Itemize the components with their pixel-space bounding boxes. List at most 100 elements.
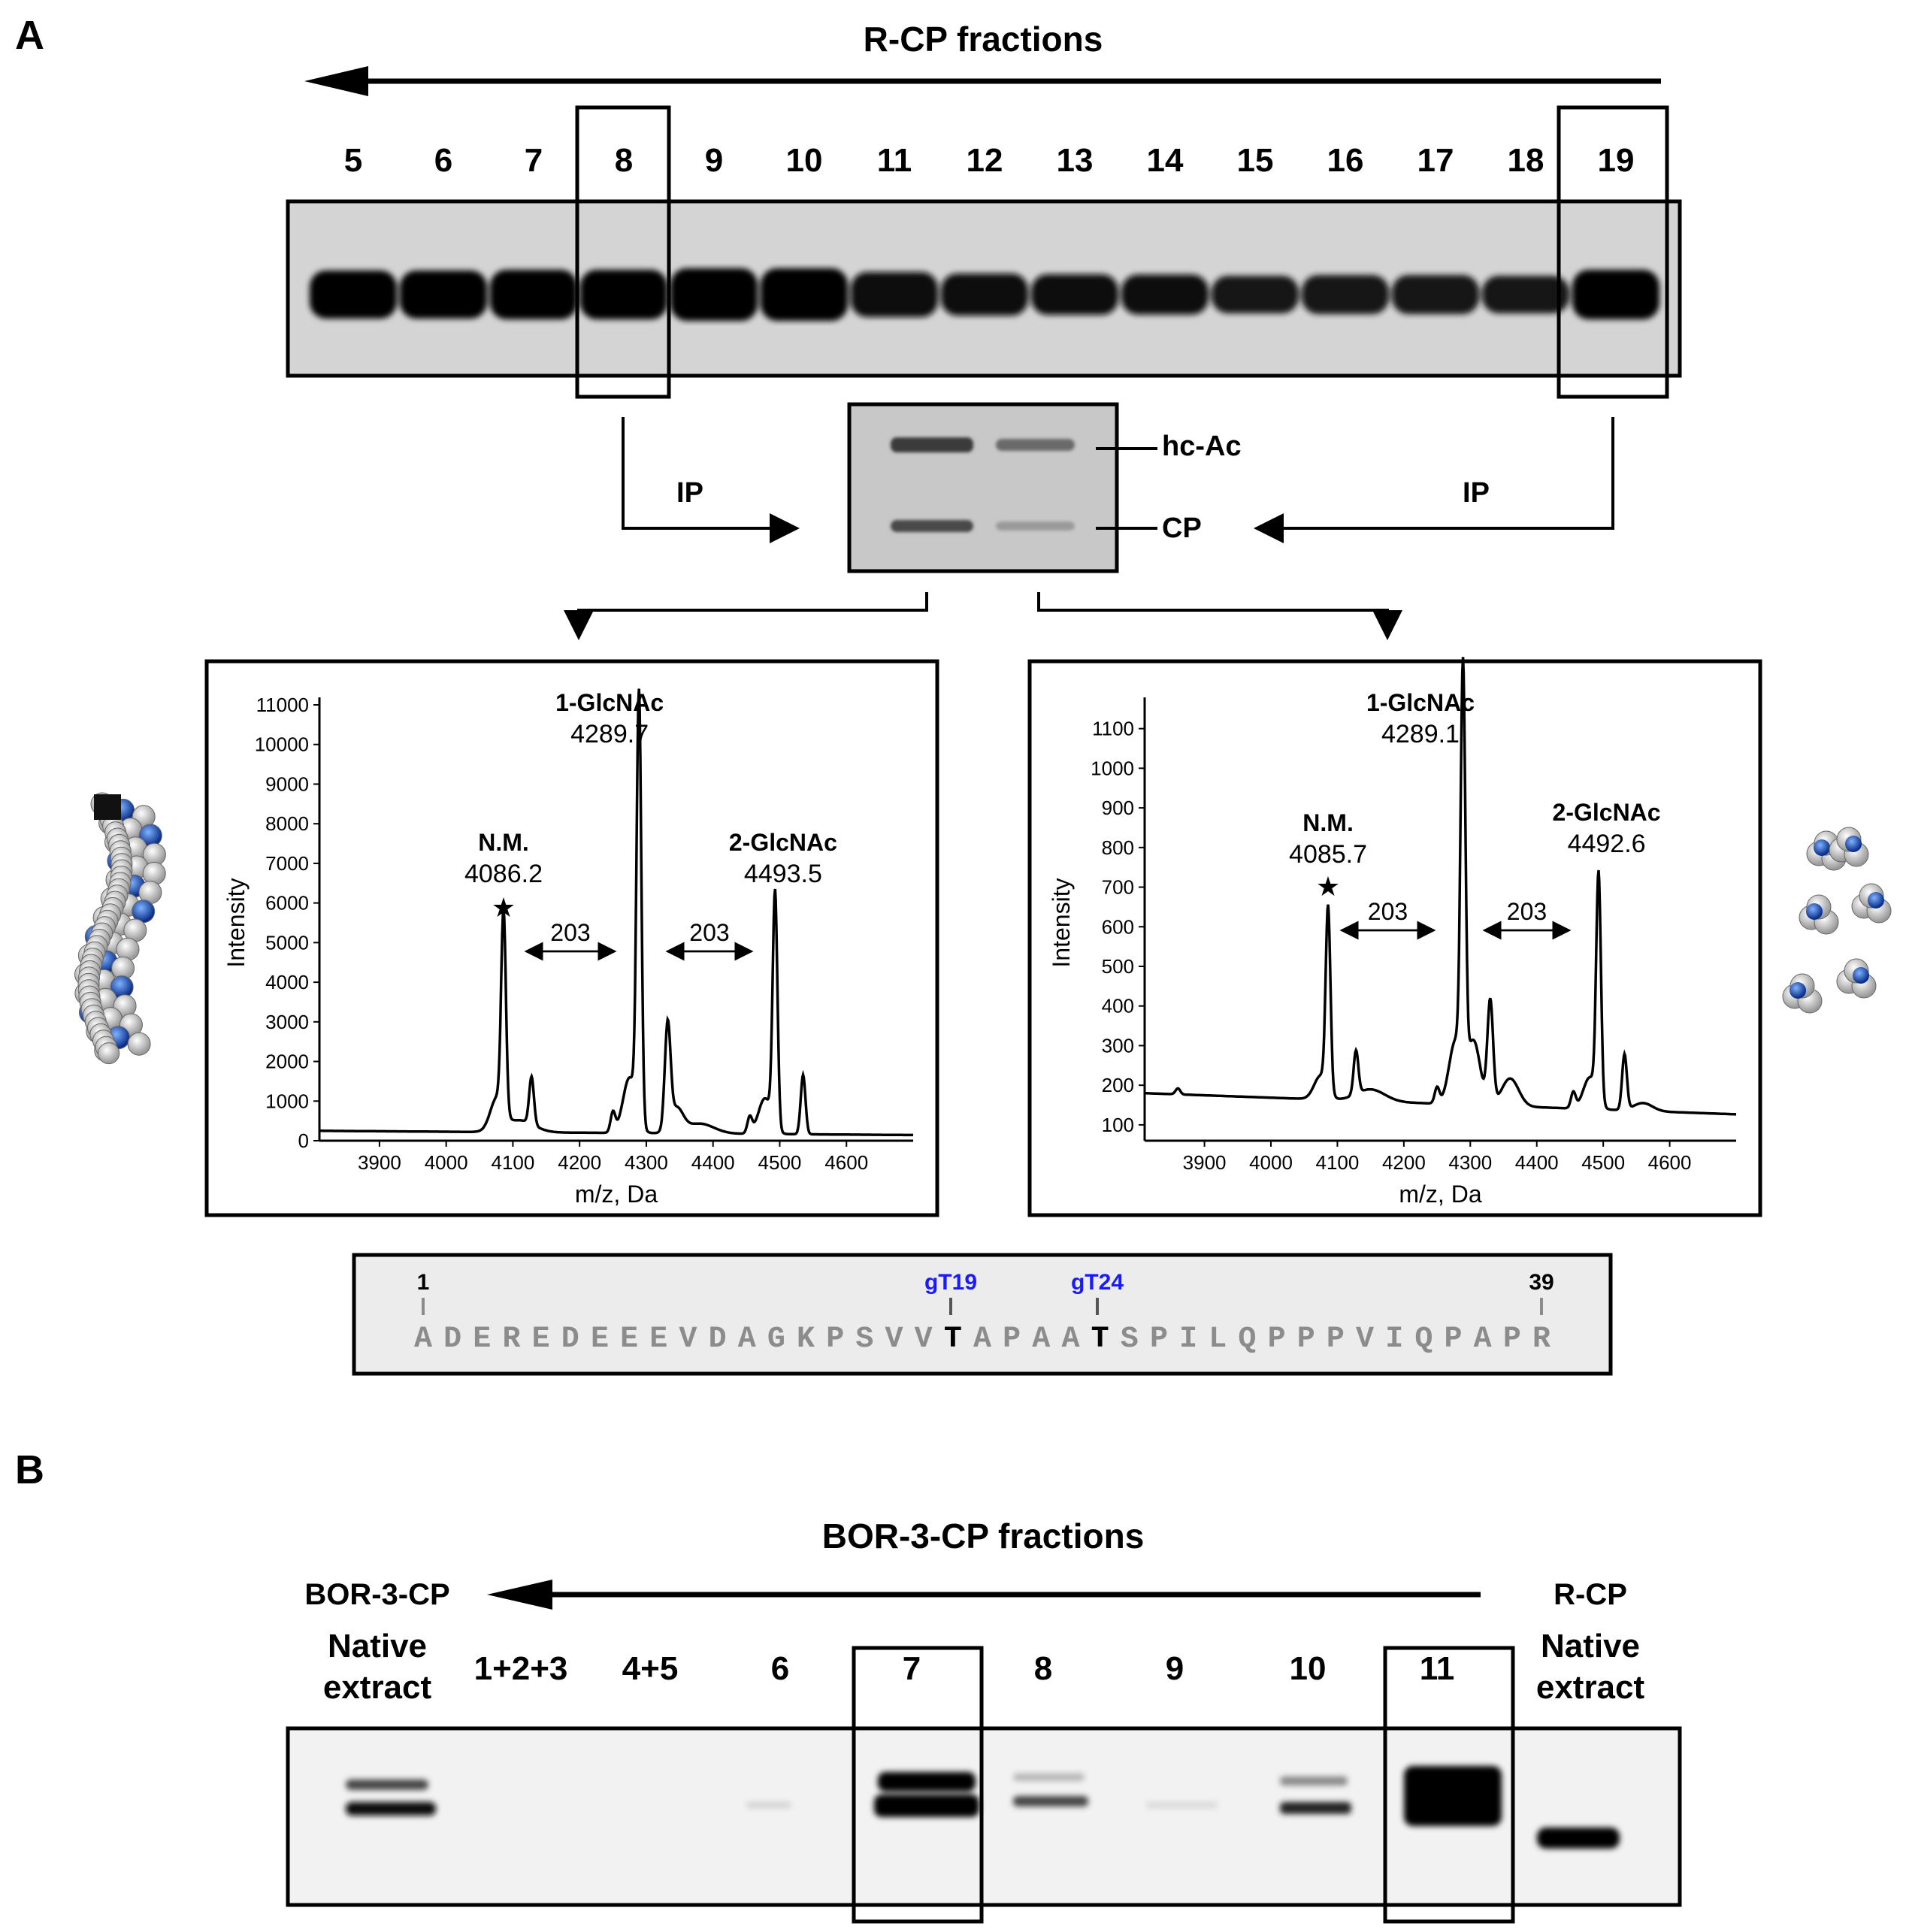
y-tick-label: 0 [298,1129,309,1152]
x-tick-label: 3900 [358,1151,401,1174]
lane-12: 12 [967,142,1003,179]
residue: P [1445,1323,1463,1356]
glycosite-t19-label: gT19 [924,1270,977,1295]
x-tick-label: 3900 [1183,1151,1227,1174]
panel-b-title: BOR-3-CP fractions [822,1516,1145,1556]
y-tick-label: 500 [1102,955,1134,978]
residue: G [767,1323,785,1356]
coomassie-gel [847,402,1119,573]
x-tick-label: 4600 [824,1151,868,1174]
lane-18: 18 [1508,142,1544,179]
lane-17: 17 [1417,142,1454,179]
band-lane-12 [941,274,1028,316]
residue: K [797,1323,815,1356]
residue: A [973,1323,991,1356]
monomer-glycan [1853,967,1869,984]
residue: D [443,1323,461,1356]
residue: Q [1414,1323,1433,1356]
residue: D [709,1323,727,1356]
filament-bead [127,1032,151,1056]
monomer-glycan [1845,836,1862,852]
y-tick-label: 10000 [255,733,309,756]
star-icon: ★ [492,892,516,923]
y-tick-label: 2000 [265,1051,309,1073]
lane-19: 19 [1598,142,1635,179]
peak-name: 1-GlcNAc [555,689,664,716]
lane-9: 9 [705,142,723,179]
x-tick-label: 4400 [1515,1151,1559,1174]
lane-5: 5 [344,142,362,179]
r-cp-tag: R-CP [1554,1578,1627,1611]
residue: I [1385,1323,1403,1356]
monomer-glycan [1814,839,1830,856]
residue: P [1150,1323,1168,1356]
lane-b-6: 6 [771,1650,789,1687]
residue: I [1179,1323,1197,1356]
spectrum-trace [1144,657,1736,1116]
peak-name: 2-GlcNAc [1553,799,1661,826]
cp-monomer-models [1782,827,1892,1014]
y-tick-label: 800 [1102,836,1134,859]
band-lane-6 [400,271,487,319]
residue: A [1061,1323,1079,1356]
box-lane-19 [1557,105,1669,399]
y-tick-label: 5000 [265,931,309,954]
blot-b-bands [346,1766,1620,1849]
band-lane-9 [670,268,758,321]
native-extract-right-line1: Native [1541,1628,1640,1664]
residue: A [1032,1323,1050,1356]
residue: A [1474,1323,1492,1356]
residue: P [1327,1323,1345,1356]
residue: D [561,1323,579,1356]
monomer-glycan [1868,892,1884,909]
spectrum-trace [319,688,913,1137]
lane-b-8: 8 [1034,1650,1052,1687]
lane-b-9: 9 [1166,1650,1184,1687]
band-lane-13 [1031,274,1118,315]
band-lane-17 [1392,275,1479,314]
ip-left-connector [622,417,800,543]
lane-b-11: 11 [1420,1650,1455,1687]
peak-name: N.M. [478,829,529,856]
y-tick-label: 3000 [265,1011,309,1033]
seq-start-number: 1 [417,1270,430,1295]
native-extract-right-line2: extract [1536,1669,1645,1706]
star-icon: ★ [1316,871,1340,902]
x-tick-label: 4100 [1316,1151,1360,1174]
filament-bead [142,861,166,885]
x-tick-label: 4000 [425,1151,468,1174]
x-tick-label: 4400 [691,1151,735,1174]
peak-mass: 4492.6 [1568,830,1646,858]
residue: R [502,1323,520,1356]
band-lane-15 [1212,276,1299,313]
residue: S [855,1323,873,1356]
filament-cap [94,794,121,820]
glycosite-t24-label: gT24 [1071,1270,1124,1295]
residue: V [885,1323,903,1356]
x-tick-label: 4200 [558,1151,601,1174]
y-tick-label: 7000 [265,852,309,875]
gel-to-right-spectrum [1037,592,1402,640]
residue: E [620,1323,638,1356]
residue: E [591,1323,609,1356]
residue: E [473,1323,491,1356]
y-tick-label: 200 [1102,1074,1134,1096]
peak-name: 2-GlcNAc [729,829,837,856]
lane-15: 15 [1237,142,1274,179]
y-tick-label: 11000 [256,694,309,716]
y-tick-label: 8000 [265,812,309,835]
band-lane-14 [1121,274,1209,315]
lane-13: 13 [1057,142,1094,179]
lane-16: 16 [1327,142,1364,179]
residue: Q [1238,1323,1256,1356]
peak-mass: 4289.7 [570,720,649,748]
panel-b-label: B [15,1447,44,1492]
y-tick-label: 900 [1102,797,1134,819]
y-tick-label: 300 [1102,1034,1134,1057]
x-tick-label: 4100 [491,1151,534,1174]
seq-end-number: 39 [1529,1270,1554,1295]
y-tick-label: 1100 [1092,718,1134,740]
